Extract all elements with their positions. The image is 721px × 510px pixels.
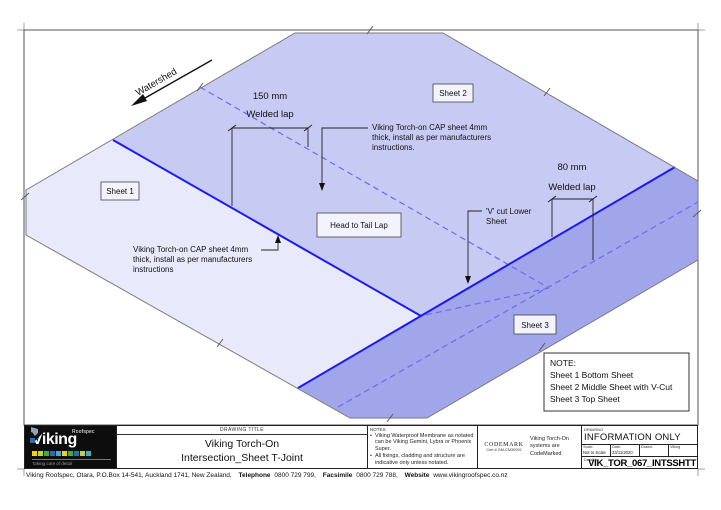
cap-note-top-line3: instructions. [372, 143, 415, 152]
sheet3-top-edge [297, 166, 676, 389]
info-grid: Scale: Not to Scale Date: 23/11/2020 Dra… [582, 444, 697, 456]
note-box-title: NOTE: [550, 358, 576, 368]
logo-sub-label: Roofspec [72, 429, 95, 435]
drawing-title-line1: Viking Torch-On [204, 437, 280, 450]
footer-address: Viking Roofspec, Otara, P.O.Box 14-541, … [26, 472, 232, 479]
drawing-title-line2: Intersection_Sheet T-Joint [181, 451, 303, 464]
note-box: NOTE: Sheet 1 Bottom Sheet Sheet 2 Middl… [543, 352, 690, 412]
footer-phone: 0800 729 799, [274, 472, 316, 479]
sheet1-lap-hidden-line [199, 86, 550, 289]
drawing-title-caption: DRAWING TITLE [117, 426, 367, 435]
v-cut-note-line1: 'V' cut Lower [486, 207, 532, 216]
cap-note-left-line1: Viking Torch-on CAP sheet 4mm [133, 245, 249, 254]
v-cut-leader [465, 210, 482, 284]
svg-text:Sheet 1: Sheet 1 [106, 187, 134, 196]
notes-caption: NOTES: [370, 427, 387, 432]
cap-note-left-line2: thick, install as per manufacturers [133, 255, 252, 264]
v-cut-note-line2: Sheet [486, 217, 508, 226]
logo-color-squares [32, 451, 91, 456]
bullet-icon: • [370, 453, 372, 460]
info-caption: DRAWING [584, 427, 604, 432]
cap-note-left-leader [261, 235, 281, 251]
detail-value: VIK_TOR_067_INTSSHTT [588, 458, 696, 469]
sheet1-sheet2-edge [112, 139, 422, 317]
date-cell: Date: 23/11/2020 [610, 445, 639, 456]
sheet2-labelbox: Sheet 2 [432, 83, 474, 103]
notes-cell: NOTES: • Viking Waterproof Membrane as n… [367, 426, 477, 468]
codemark-cert: Cert # GM-CM30092 [486, 448, 522, 452]
footer-fax-label: Facsimile [322, 472, 353, 479]
notes-item: • All fixings, cladding and structure ar… [370, 453, 465, 466]
footer-address-line: Viking Roofspec, Otara, P.O.Box 14-541, … [26, 472, 508, 479]
sheet3-lap-hidden-line [337, 201, 699, 408]
note-box-line1: Sheet 1 Bottom Sheet [550, 370, 634, 380]
sheet1-labelbox: Sheet 1 [100, 181, 140, 201]
notes-item: • Viking Waterproof Membrane as notated … [370, 433, 474, 452]
logo-tagline: Taking care of detail [32, 459, 111, 466]
svg-text:Sheet 2: Sheet 2 [439, 89, 467, 98]
cap-note-left-line3: instructions [133, 265, 173, 274]
note-box-line2: Sheet 2 Middle Sheet with V-Cut [550, 382, 673, 392]
logo-brand-label: Viking [32, 431, 77, 448]
drawn-value-cell: Viking [668, 445, 697, 456]
sheet2-surface [113, 33, 675, 316]
detail-label: Detail #: [584, 458, 598, 462]
roof-plane-outline [25, 32, 699, 419]
footer-fax: 0800 729 788, [356, 472, 398, 479]
info-cell: DRAWING INFORMATION ONLY Scale: Not to S… [581, 426, 697, 469]
dimension-150mm [227, 124, 313, 206]
break-ticks [20, 25, 702, 423]
sheet1-surface [26, 140, 421, 388]
cap-note-top-line1: Viking Torch-on CAP sheet 4mm [372, 123, 488, 132]
dim-80-caption: Welded lap [548, 182, 595, 193]
cap-note-top-line2: thick, install as per manufacturers [372, 133, 491, 142]
sheet3-surface [298, 167, 698, 418]
drawn-label-cell: Drawn: [639, 445, 668, 456]
note-box-line3: Sheet 3 Top Sheet [550, 394, 620, 404]
dim-150-value: 150 mm [253, 91, 287, 102]
bullet-icon: • [370, 433, 372, 439]
dimension-80mm [547, 195, 598, 260]
info-status: INFORMATION ONLY [584, 432, 681, 443]
footer-web-label: Website [404, 472, 430, 479]
svg-text:Head to Tail Lap: Head to Tail Lap [330, 221, 388, 230]
v-cut-line [420, 287, 550, 317]
codemark-cell: CODEMARK Cert # GM-CM30092 Viking Torch-… [28, 426, 581, 468]
codemark-tagline: Viking Torch-On systems are CodeMarked [530, 435, 569, 457]
head-to-tail-labelbox: Head to Tail Lap [316, 212, 402, 238]
codemark-name: CODEMARK [484, 442, 524, 448]
corner-trim-marks [17, 23, 705, 476]
watershed-arrow [131, 59, 213, 106]
footer-phone-label: Telephone [238, 472, 271, 479]
codemark-logo-icon [28, 427, 49, 443]
dim-150-caption: Welded lap [246, 109, 293, 120]
sheet3-labelbox: Sheet 3 [513, 314, 557, 335]
title-block: Roofspec Viking Taking care of detail DR… [24, 425, 698, 469]
cap-note-top-leader [319, 127, 368, 191]
detail-number-cell: Detail #: VIK_TOR_067_INTSSHTT [582, 456, 697, 469]
scale-cell: Scale: Not to Scale [583, 445, 606, 455]
footer-website: www.vikingroofspec.co.nz [433, 472, 508, 479]
svg-text:Sheet 3: Sheet 3 [521, 321, 549, 330]
dim-80-value: 80 mm [557, 162, 586, 173]
drawing-title-cell: DRAWING TITLE Viking Torch-On Intersecti… [116, 426, 367, 468]
